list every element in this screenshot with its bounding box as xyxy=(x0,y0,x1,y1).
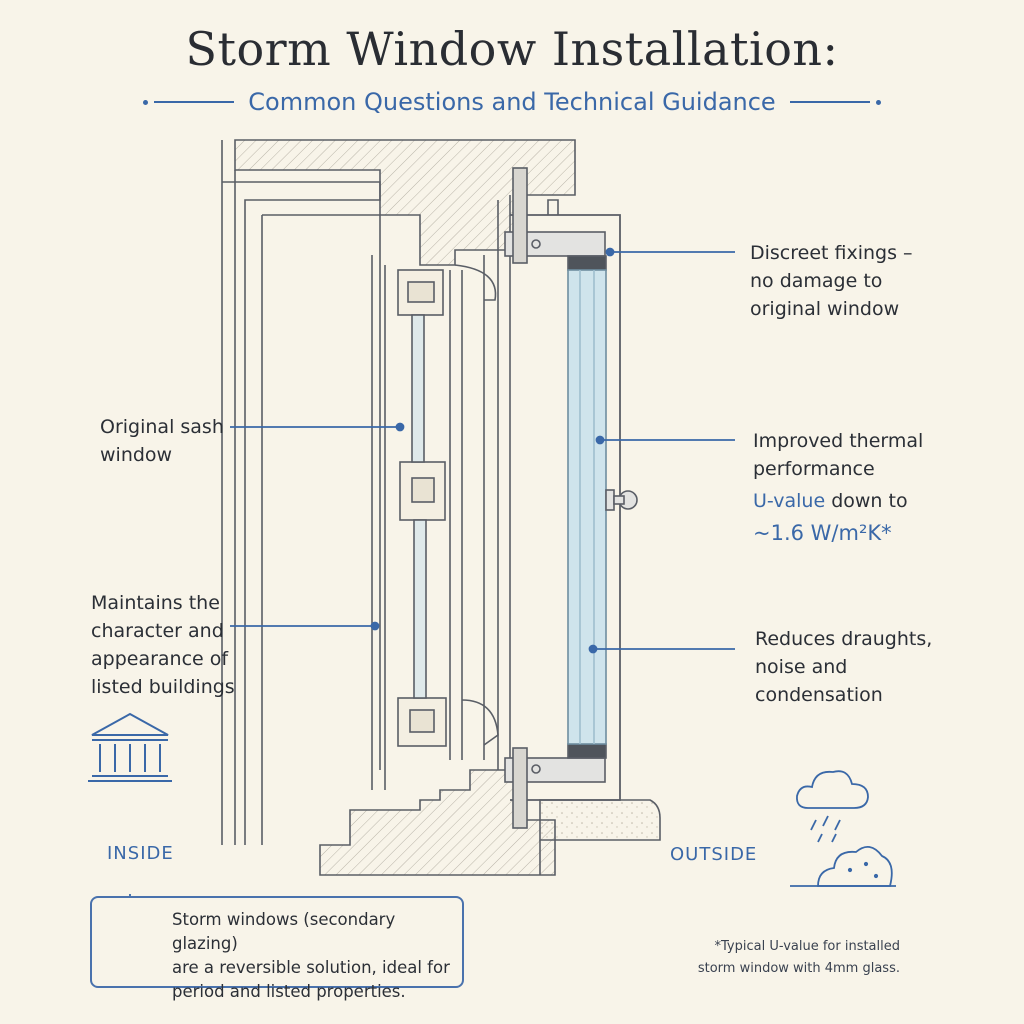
top-fixing-bracket xyxy=(512,167,528,264)
subtitle-row: Common Questions and Technical Guidance xyxy=(0,84,1024,120)
callout-line: noise and xyxy=(755,656,848,678)
note-text: Storm windows (secondary glazing) are a … xyxy=(172,908,457,1004)
note-line: are a reversible solution, ideal for xyxy=(172,958,450,977)
cloud-rain-icon xyxy=(796,770,869,843)
original-glass-upper xyxy=(411,314,425,463)
callout-line: Reduces draughts, xyxy=(755,628,933,650)
note-line: period and listed properties. xyxy=(172,982,406,1001)
original-glass-lower xyxy=(413,519,427,699)
u-value-figure: ~1.6 W/m²K* xyxy=(753,521,892,545)
bottom-fixing-bracket xyxy=(512,747,528,829)
callout-thermal: Improved thermal performance U-value dow… xyxy=(753,427,923,547)
note-line: Storm windows (secondary glazing) xyxy=(172,910,396,953)
page-subtitle: Common Questions and Technical Guidance xyxy=(248,88,776,116)
callout-line: window xyxy=(100,444,173,466)
outer-lining xyxy=(483,195,511,770)
subtitle-rule-right xyxy=(789,99,881,105)
callout-line: appearance of xyxy=(91,648,229,670)
footnote-line: *Typical U-value for installed xyxy=(714,939,901,954)
u-value-rest: down to xyxy=(825,490,908,512)
callout-line: listed buildings xyxy=(91,676,235,698)
inside-label: INSIDE xyxy=(107,843,174,864)
callout-line: Improved thermal xyxy=(753,430,924,452)
callout-original-sash: Original sash window xyxy=(100,413,224,469)
callout-line: condensation xyxy=(755,684,883,706)
outside-label: OUTSIDE xyxy=(670,844,758,865)
stone-sill xyxy=(539,799,661,841)
sill xyxy=(319,769,556,876)
bush-icon xyxy=(790,846,896,887)
callout-line: Original sash xyxy=(100,416,224,438)
footnote: *Typical U-value for installed storm win… xyxy=(660,936,900,980)
callout-line: character and xyxy=(91,620,224,642)
architrave xyxy=(221,140,381,845)
u-value-line: U-value down to xyxy=(753,487,923,515)
subtitle-rule-left xyxy=(143,99,235,105)
callout-line: Discreet fixings – xyxy=(750,242,913,264)
u-value-term: U-value xyxy=(753,490,826,512)
storm-frame-outer xyxy=(510,214,621,801)
note-box: Storm windows (secondary glazing) are a … xyxy=(90,896,464,1001)
callout-draughts: Reduces draughts, noise and condensation xyxy=(755,625,932,709)
storm-glass xyxy=(567,269,607,745)
page-title: Storm Window Installation: xyxy=(185,22,839,76)
callout-line: original window xyxy=(750,298,900,320)
callout-line: performance xyxy=(753,458,875,480)
callout-line: no damage to xyxy=(750,270,883,292)
sash-box xyxy=(371,255,386,790)
footnote-line: storm window with 4mm glass. xyxy=(697,961,900,976)
building-icon xyxy=(88,712,172,782)
callout-line: Maintains the xyxy=(91,592,220,614)
callout-discreet-fixings: Discreet fixings – no damage to original… xyxy=(750,239,913,323)
callout-character: Maintains the character and appearance o… xyxy=(91,589,235,701)
storm-latch xyxy=(605,489,638,511)
